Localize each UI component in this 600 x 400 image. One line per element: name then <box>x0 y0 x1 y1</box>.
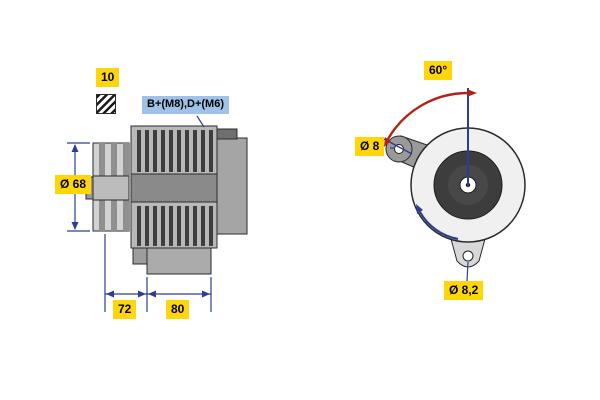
rear-housing <box>216 128 248 235</box>
hatch-pattern-icon <box>96 94 116 114</box>
pulley <box>92 142 130 232</box>
belt-width-label: 10 <box>96 68 120 87</box>
foot-hole <box>462 250 474 262</box>
ear-hole-diameter-label: Ø 8 <box>355 137 385 156</box>
mounting-ear <box>385 135 431 173</box>
side-view <box>67 115 248 312</box>
side-dimension-lines <box>67 115 212 312</box>
mounting-feet <box>132 247 212 275</box>
side-dimension-arrowheads <box>71 144 210 298</box>
front-leader-lines <box>390 147 469 282</box>
angle-arc <box>386 91 469 140</box>
dimension-80-label: 80 <box>166 300 190 319</box>
dimension-72-label: 72 <box>113 300 137 319</box>
mount-angle-label: 60° <box>424 61 453 80</box>
angle-annotation <box>383 88 477 187</box>
rotation-direction-arrow <box>416 204 459 241</box>
alternator-body <box>130 125 218 249</box>
pulley-diameter-label: Ø 68 <box>55 175 92 194</box>
terminal-designation-label: B+(M8),D+(M6) <box>142 96 230 114</box>
foot-hole-diameter-label: Ø 8,2 <box>444 281 484 300</box>
front-view <box>383 88 526 282</box>
